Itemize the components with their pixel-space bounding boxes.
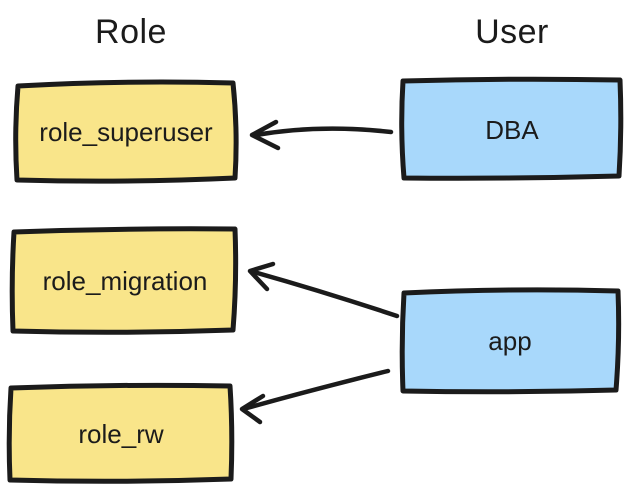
arrow-app-to-role-rw (239, 368, 391, 425)
app-label: app (488, 326, 531, 356)
column-header-user: User (475, 13, 549, 51)
arrow-app-to-role-rw-line (244, 368, 391, 411)
role-rw-box (6, 382, 235, 484)
arrow-dba-to-role-superuser-line (253, 126, 394, 138)
arrow-app-to-role-migration-line (251, 269, 400, 319)
role-rw-label: role_rw (78, 419, 163, 449)
app-box (399, 287, 622, 395)
arrow-app-to-role-rw-head (239, 393, 266, 425)
role-superuser-label: role_superuser (39, 117, 213, 147)
node-user-app: app (399, 287, 622, 395)
arrow-dba-to-role-superuser (249, 119, 394, 151)
node-user-dba: DBA (399, 76, 624, 181)
node-role-migration: role_migration (9, 226, 239, 335)
node-role-superuser: role_superuser (13, 79, 239, 184)
column-header-role: Role (95, 13, 167, 51)
arrow-app-to-role-migration-head (247, 261, 276, 292)
role-migration-box (9, 226, 239, 335)
dba-label: DBA (485, 115, 539, 145)
arrow-dba-to-role-superuser-head (249, 119, 281, 151)
dba-box (399, 76, 624, 181)
role-migration-label: role_migration (43, 266, 208, 296)
node-role-rw: role_rw (6, 382, 235, 484)
role-superuser-box (13, 79, 239, 184)
arrow-app-to-role-migration (247, 261, 400, 319)
